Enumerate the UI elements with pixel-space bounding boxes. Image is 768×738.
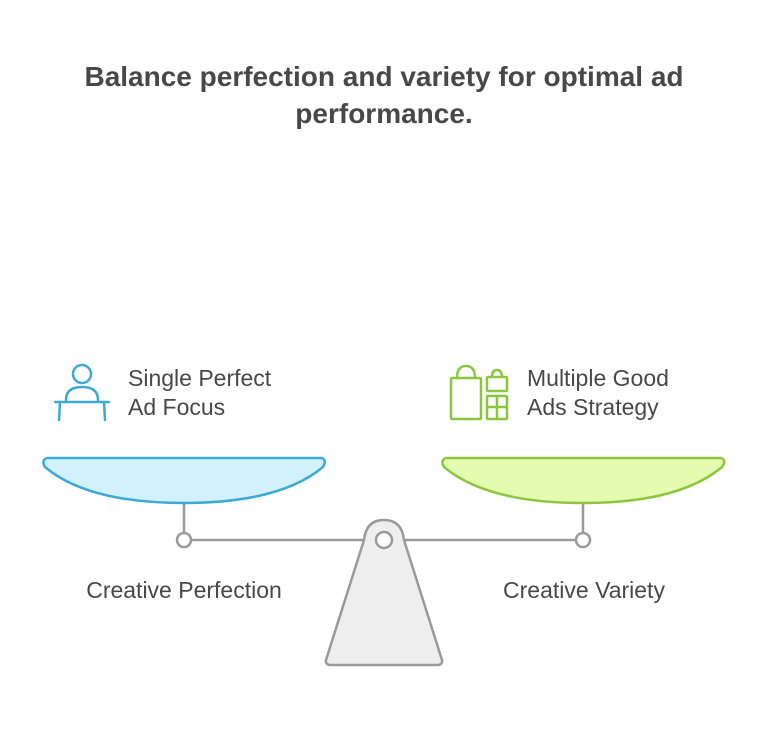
left-pan-label: Creative Perfection	[86, 577, 282, 603]
fulcrum-pivot	[374, 530, 394, 550]
right-pan-label: Creative Variety	[503, 577, 665, 603]
fulcrum	[324, 518, 444, 667]
person-at-desk-icon	[53, 363, 111, 422]
left-pan	[42, 456, 326, 505]
page-title: Balance perfection and variety for optim…	[84, 61, 684, 129]
left-pivot	[175, 531, 193, 549]
right-pivot	[574, 531, 592, 549]
left-option-label: Single Perfect Ad Focus	[128, 365, 272, 420]
right-pan	[441, 456, 726, 505]
right-option-label: Multiple Good Ads Strategy	[527, 365, 669, 420]
shopping-bags-icon	[449, 364, 509, 421]
